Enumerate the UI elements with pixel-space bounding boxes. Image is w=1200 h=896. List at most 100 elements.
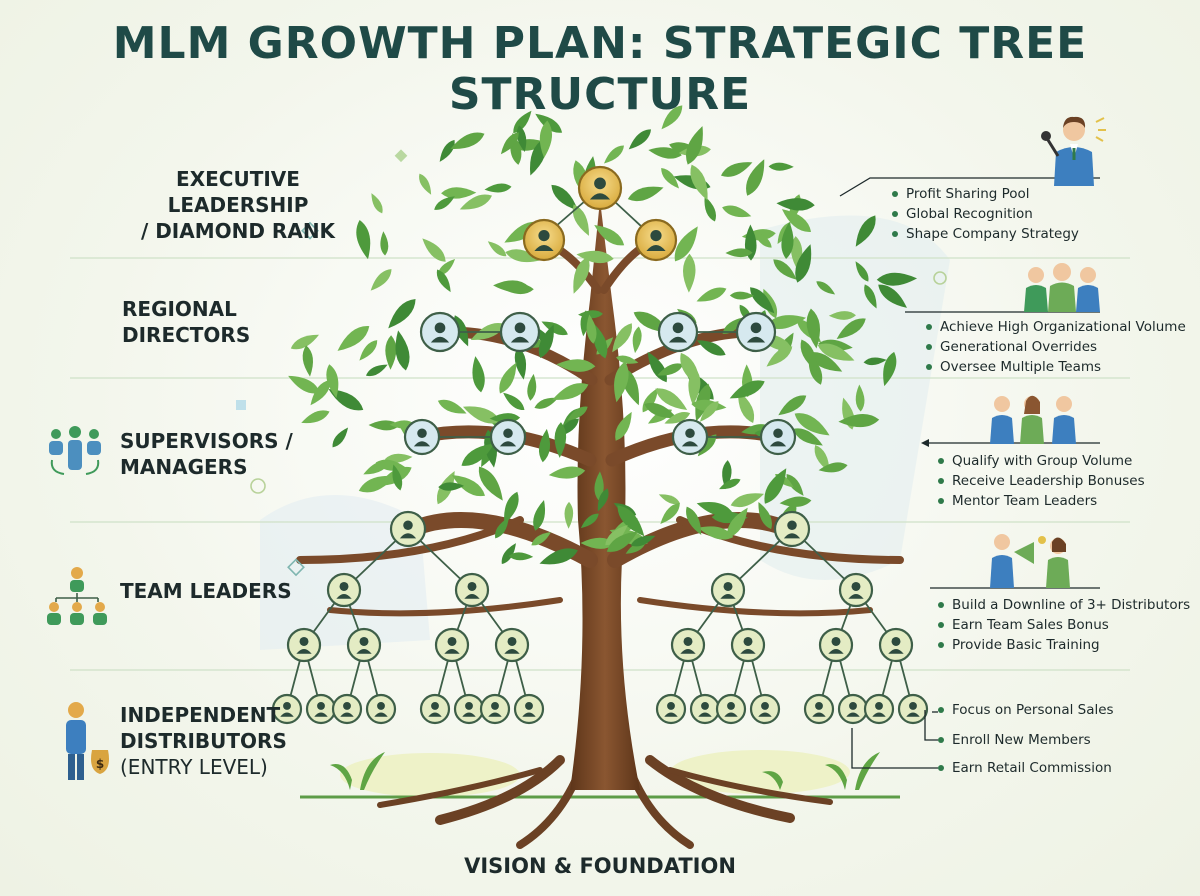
leaf <box>814 445 830 472</box>
benefit-item: Build a Downline of 3+ Distributors <box>938 595 1190 615</box>
leaf <box>758 502 772 530</box>
leaf <box>594 225 625 246</box>
leaf <box>326 364 339 398</box>
supervisor-node <box>403 418 441 456</box>
leaf <box>828 311 856 320</box>
leaf <box>764 468 787 504</box>
team-leader-node <box>454 572 490 608</box>
benefits-distributors: Focus on Personal Sales Enroll New Membe… <box>938 700 1114 778</box>
leaf <box>779 496 812 507</box>
level-label-line: INDEPENDENT <box>120 703 281 727</box>
leaf <box>302 345 314 377</box>
leaf <box>699 401 719 422</box>
distributor-node <box>305 693 337 725</box>
leaf <box>816 281 836 295</box>
level-label-line: TEAM LEADERS <box>120 579 292 603</box>
leaf <box>501 543 516 565</box>
leaf <box>493 280 529 292</box>
leaf <box>539 548 578 565</box>
leaf <box>451 475 486 497</box>
leaf <box>439 139 455 162</box>
leaf <box>698 526 734 540</box>
level-label-distributors: INDEPENDENT DISTRIBUTORS (ENTRY LEVEL) <box>120 702 287 780</box>
leaf <box>617 505 645 537</box>
leaf <box>697 434 717 457</box>
benefit-text: Earn Retail Commission <box>952 760 1112 776</box>
team-leader-group-icon <box>47 567 107 625</box>
leaf <box>727 507 748 538</box>
benefit-item: Provide Basic Training <box>938 635 1190 655</box>
team-member-node <box>730 627 766 663</box>
leaf <box>478 466 503 501</box>
leaf <box>722 205 752 218</box>
leaf <box>573 256 590 294</box>
leaf <box>554 422 567 458</box>
leaf <box>786 473 804 496</box>
leaf <box>392 464 403 491</box>
benefits-executive: Profit Sharing Pool Global Recognition S… <box>892 184 1079 244</box>
leaf <box>661 105 683 130</box>
team-member-node <box>434 627 470 663</box>
leaf <box>380 231 389 256</box>
leaf <box>365 364 388 377</box>
team-leader-node <box>773 510 811 548</box>
regional-director-node <box>499 311 541 353</box>
distributor-node <box>715 693 747 725</box>
leaf <box>363 460 390 475</box>
team-leader-node <box>838 572 874 608</box>
leaf <box>778 395 807 416</box>
leaf <box>729 291 755 300</box>
distributor-node <box>897 693 929 725</box>
leaf <box>437 399 467 414</box>
decor-sparkles <box>250 221 947 577</box>
leaf <box>422 238 446 262</box>
leaf <box>794 413 830 436</box>
team-member-node <box>286 627 322 663</box>
distributor-with-money-bag-icon: $ <box>66 702 109 780</box>
distributor-node <box>749 693 781 725</box>
leaf <box>499 362 517 394</box>
leaf <box>864 284 877 309</box>
regional-director-node <box>419 311 461 353</box>
leaf <box>781 209 812 232</box>
leaf <box>371 193 383 214</box>
leaf <box>776 198 815 211</box>
regional-director-node <box>735 311 777 353</box>
benefit-item: Achieve High Organizational Volume <box>926 317 1186 337</box>
leaf <box>855 384 865 412</box>
leaf <box>766 315 806 330</box>
leaf <box>503 392 525 411</box>
executive-node <box>522 218 566 262</box>
leaf <box>680 352 701 388</box>
leaf <box>472 356 485 393</box>
leaf <box>658 494 680 505</box>
leaf <box>661 167 680 189</box>
benefit-item: Shape Company Strategy <box>892 224 1079 244</box>
leaf <box>441 187 477 199</box>
speaker-with-microphone-icon <box>1041 116 1106 186</box>
leaf <box>696 340 726 356</box>
leaf <box>385 335 397 370</box>
leaf <box>290 334 319 350</box>
team-member-node <box>878 627 914 663</box>
leaf <box>538 324 554 359</box>
leaf <box>370 269 392 291</box>
benefit-item: Focus on Personal Sales <box>938 700 1114 720</box>
leaf <box>836 318 866 339</box>
leaf <box>878 284 907 308</box>
leaf <box>648 147 682 159</box>
team-leader-node <box>710 572 746 608</box>
leaf <box>531 531 552 546</box>
distributor-node <box>689 693 721 725</box>
leaf <box>504 491 519 524</box>
leaf <box>696 287 727 302</box>
benefit-item: Enroll New Members <box>938 730 1114 750</box>
svg-text:$: $ <box>96 757 104 771</box>
distributor-node <box>479 693 511 725</box>
leaf <box>388 299 416 329</box>
executive-node <box>634 218 678 262</box>
leaf <box>567 406 588 421</box>
seedlings <box>330 752 880 790</box>
